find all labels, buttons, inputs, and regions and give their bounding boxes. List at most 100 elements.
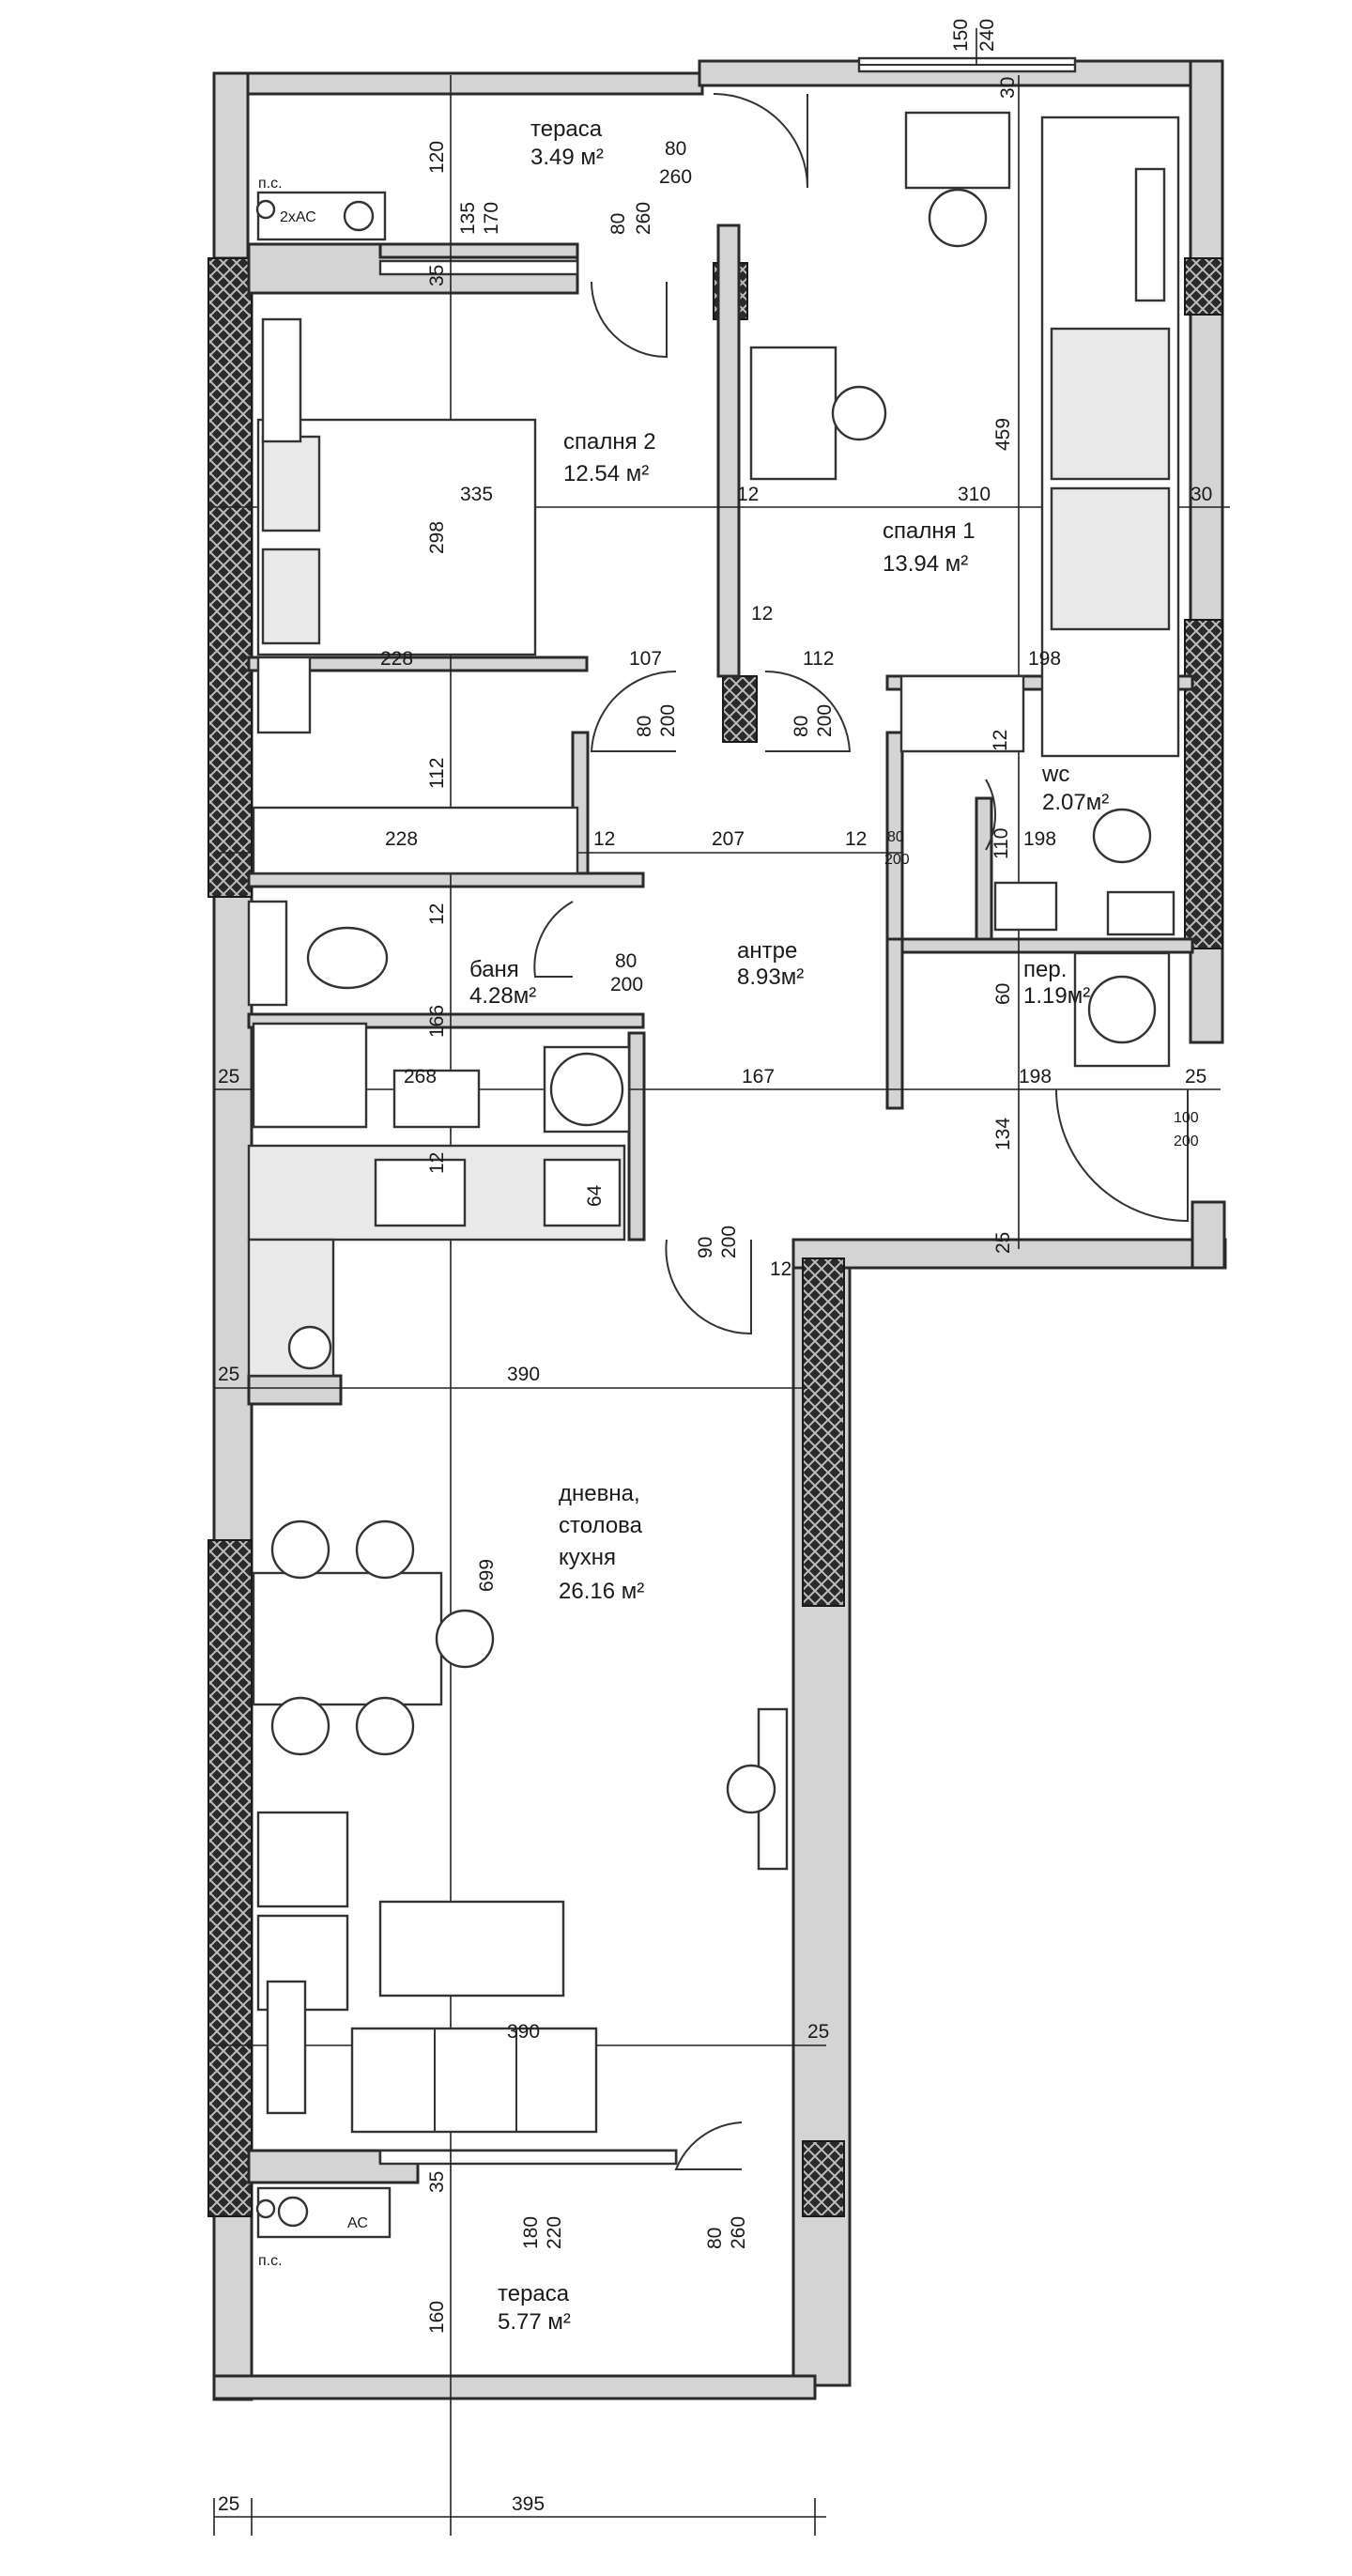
dim-label: 170 xyxy=(481,202,502,235)
door-bedroom2 xyxy=(590,670,677,752)
dim-label: 207 xyxy=(712,828,745,850)
chair-3 xyxy=(270,1696,330,1756)
dim-label: 200 xyxy=(814,704,836,737)
room-name-laundry: пер. xyxy=(1023,957,1067,982)
dim-label: 260 xyxy=(728,2216,749,2249)
dining-table xyxy=(252,1571,443,1706)
room-area-bath: 4.28м² xyxy=(469,983,536,1009)
room-name-bedroom1: спалня 1 xyxy=(883,518,976,544)
drain-pipe-top xyxy=(255,199,276,220)
shower-tray xyxy=(252,1022,368,1129)
dim-label: 110 xyxy=(991,828,1012,859)
room-name-hall: антре xyxy=(737,938,797,964)
room-area-hall: 8.93м² xyxy=(737,964,804,990)
room-area-living: 26.16 м² xyxy=(559,1579,644,1604)
room-area-bedroom1: 13.94 м² xyxy=(883,551,968,577)
dim-label: 90 xyxy=(695,1237,716,1258)
dim-label: 310 xyxy=(958,484,991,505)
dim-label: 25 xyxy=(1185,1066,1206,1087)
dim-label: 112 xyxy=(803,648,834,670)
dim-label: 160 xyxy=(426,2301,448,2334)
dim-label: 459 xyxy=(992,418,1014,451)
room-name-wc: wc xyxy=(1041,762,1069,787)
dim-label: 25 xyxy=(992,1232,1014,1254)
wardrobe-bedroom1 xyxy=(899,674,1025,753)
armchair-1 xyxy=(256,1811,349,1908)
sofa xyxy=(350,2027,598,2134)
dim-label: 80 xyxy=(615,950,637,972)
dim-label: 107 xyxy=(629,648,662,670)
dim-label: 134 xyxy=(992,1118,1014,1150)
dim-label: 25 xyxy=(218,2493,239,2515)
stove xyxy=(543,1158,622,1227)
chair-4 xyxy=(355,1696,415,1756)
door-terrace-bottom xyxy=(674,2121,743,2170)
dim-label: 240 xyxy=(976,19,998,52)
doors xyxy=(533,93,1189,2170)
label-ac-bottom: АС xyxy=(347,2215,368,2231)
dim-label: 80 xyxy=(607,213,629,235)
furniture xyxy=(247,111,1180,2239)
room-labels: тераса 3.49 м² спалня 2 12.54 м² спалня … xyxy=(258,116,1109,2335)
door-terrace-top xyxy=(713,93,808,189)
dim-label: 25 xyxy=(218,1066,239,1087)
label-ps-bottom: п.с. xyxy=(258,2253,283,2269)
label-ac-top: 2хАС xyxy=(280,209,316,225)
dim-label: 80 xyxy=(887,829,904,845)
dim-label: 260 xyxy=(633,202,654,235)
dim-label: 80 xyxy=(791,716,812,737)
toilet-wc xyxy=(1092,808,1152,864)
radiator-bedroom2 xyxy=(261,317,302,443)
dim-label: 12 xyxy=(426,903,448,925)
sink-bath xyxy=(392,1069,481,1129)
coffee-table xyxy=(378,1900,565,1998)
dim-label: 200 xyxy=(610,974,643,995)
door-bath xyxy=(533,901,574,978)
dim-label: 80 xyxy=(704,2228,726,2249)
dim-label: 198 xyxy=(1019,1066,1052,1087)
dim-label: 135 xyxy=(457,202,479,235)
sink-wc xyxy=(993,881,1058,932)
facade-masonry-right xyxy=(1184,619,1223,949)
dim-label: 395 xyxy=(512,2493,545,2515)
dim-label: 268 xyxy=(404,1066,437,1087)
dim-label: 200 xyxy=(718,1226,740,1258)
chair-5 xyxy=(435,1609,495,1669)
chair2-bedroom1 xyxy=(928,188,988,248)
dim-label: 699 xyxy=(476,1559,498,1592)
dim-label: 64 xyxy=(584,1184,606,1207)
kitchen-sink xyxy=(374,1158,467,1227)
toilet-bath xyxy=(306,926,389,990)
dim-label: 30 xyxy=(997,77,1019,99)
dim-label: 150 xyxy=(950,19,972,52)
dim-label: 260 xyxy=(659,166,692,188)
desk-bedroom1 xyxy=(749,346,837,481)
outer-walls xyxy=(207,59,1227,2401)
dim-label: 25 xyxy=(218,1364,239,1385)
dim-label: 100 xyxy=(1174,1110,1199,1126)
dim-label: 60 xyxy=(992,983,1014,1005)
dim-label: 200 xyxy=(657,704,679,737)
dimension-labels: 150 240 30 120 135 170 80 260 80 260 35 … xyxy=(218,19,1212,2515)
label-ps-top: п.с. xyxy=(258,176,283,192)
dim-label: 200 xyxy=(884,852,910,868)
dim-label: 390 xyxy=(507,2021,540,2043)
room-name-bath: баня xyxy=(469,957,519,982)
door-entrance xyxy=(1055,1088,1189,1223)
door-bedroom2-terrace xyxy=(591,281,668,359)
door-bedroom1 xyxy=(764,670,852,752)
dim-label: 30 xyxy=(1191,484,1212,505)
door-kitchen xyxy=(665,1239,752,1335)
radiator-living xyxy=(266,1980,307,2115)
dim-label: 198 xyxy=(1028,648,1061,670)
dim-label: 390 xyxy=(507,1364,540,1385)
room-name-terrace-bottom: тераса xyxy=(498,2281,570,2306)
dim-label: 298 xyxy=(426,521,448,554)
dim-label: 228 xyxy=(380,648,413,670)
facade-masonry-left-top xyxy=(207,257,253,898)
dim-label: 220 xyxy=(544,2216,565,2249)
dim-label: 198 xyxy=(1023,828,1056,850)
dim-label: 180 xyxy=(520,2216,542,2249)
room-area-terrace-bottom: 5.77 м² xyxy=(498,2309,571,2335)
radiator-bedroom1 xyxy=(1134,167,1166,302)
